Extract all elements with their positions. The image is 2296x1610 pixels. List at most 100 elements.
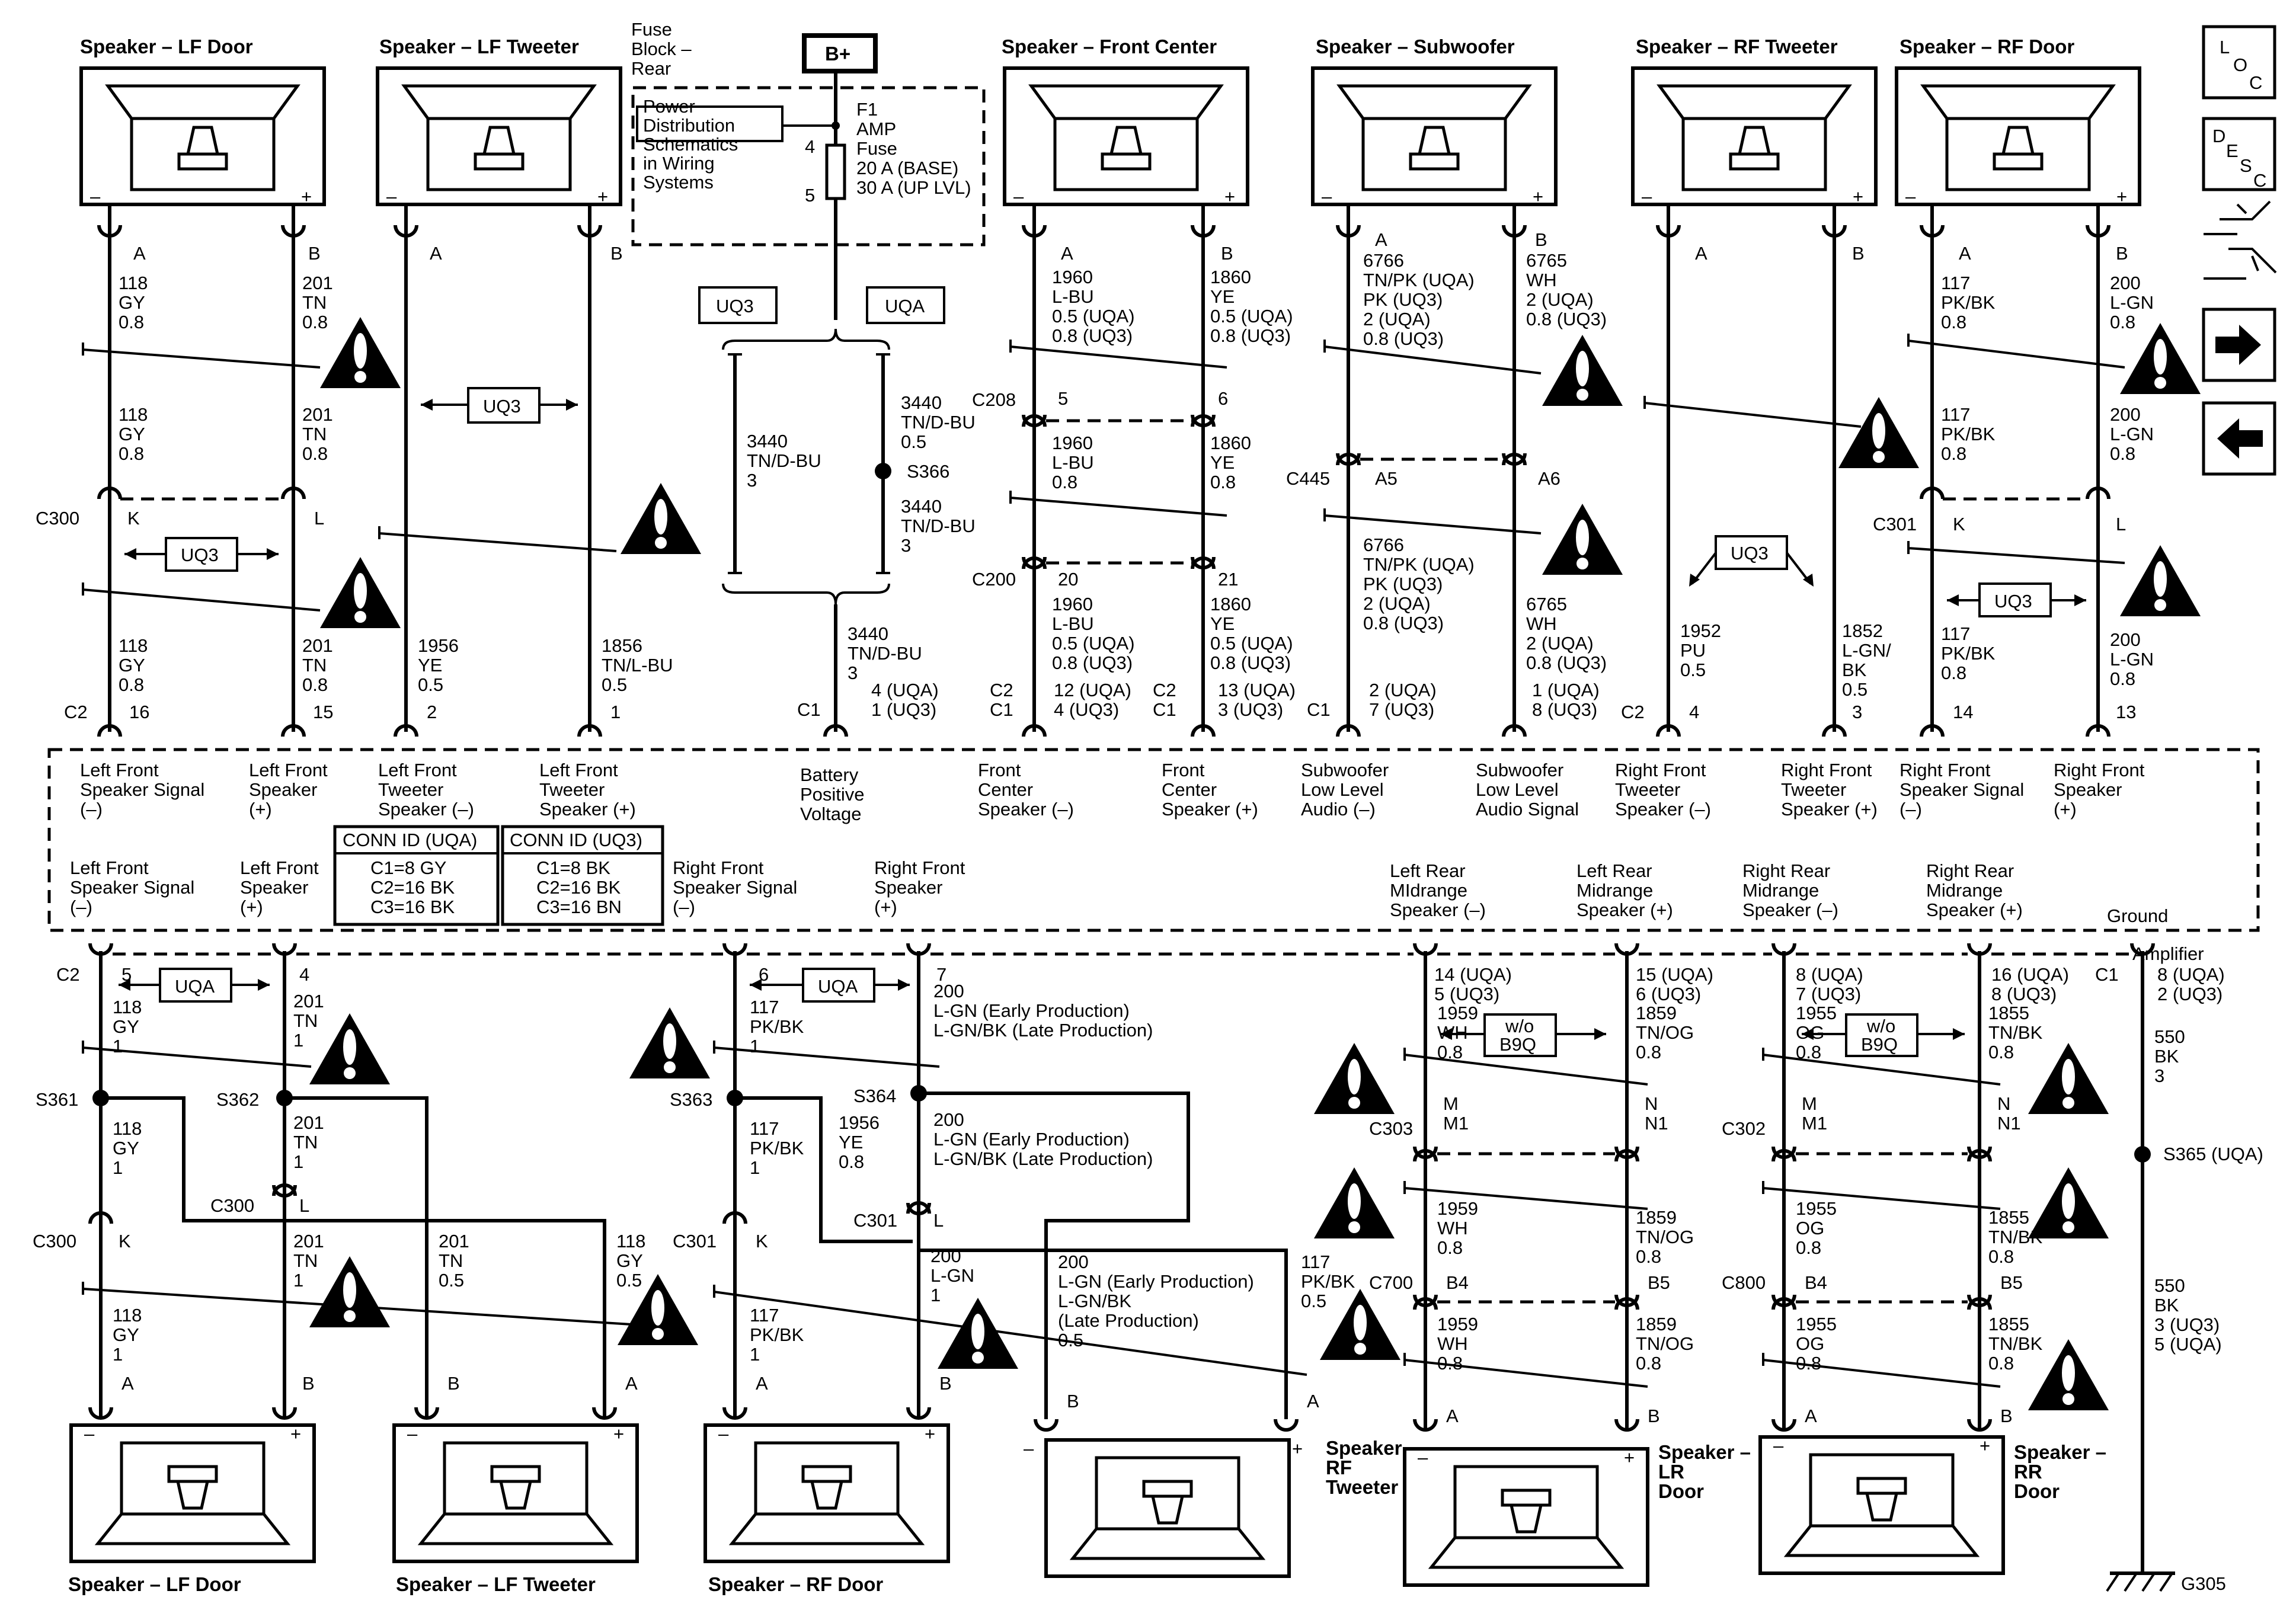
speaker-bottom-rr-door: –+ Speaker – RR Door <box>1760 1435 2106 1573</box>
svg-text:1: 1 <box>293 1151 303 1172</box>
svg-text:N: N <box>1997 1093 2010 1114</box>
svg-text:TN: TN <box>293 1250 318 1271</box>
svg-text:Battery: Battery <box>800 764 859 785</box>
svg-text:5 (UQA): 5 (UQA) <box>2154 1334 2222 1355</box>
svg-text:TN/D-BU: TN/D-BU <box>901 516 976 536</box>
svg-text:TN: TN <box>293 1132 318 1153</box>
svg-text:B: B <box>308 243 321 264</box>
svg-text:Speaker (+): Speaker (+) <box>539 799 636 820</box>
svg-text:OG: OG <box>1796 1022 1824 1043</box>
svg-text:F1: F1 <box>856 99 878 120</box>
prev-page-button[interactable] <box>2202 401 2276 476</box>
power-dist-box[interactable] <box>636 105 784 142</box>
speaker-top-rf-tweeter: Speaker – RF Tweeter <box>1633 36 1876 204</box>
speaker-top-rf-door-icon <box>1897 68 2140 204</box>
svg-text:UQA: UQA <box>818 976 858 997</box>
svg-text:1 (UQ3): 1 (UQ3) <box>871 699 936 720</box>
next-page-button[interactable] <box>2202 308 2276 382</box>
svg-text:0.8: 0.8 <box>1210 472 1236 492</box>
svg-text:1 (UQA): 1 (UQA) <box>1532 680 1600 700</box>
svg-text:0.8: 0.8 <box>1437 1237 1463 1258</box>
svg-text:3440: 3440 <box>901 392 942 413</box>
svg-text:Subwoofer: Subwoofer <box>1476 760 1563 780</box>
svg-text:8 (UQA): 8 (UQA) <box>1796 964 1863 985</box>
svg-text:w/o: w/o <box>1505 1016 1534 1036</box>
svg-text:OG: OG <box>1796 1333 1824 1354</box>
svg-text:GY: GY <box>616 1250 643 1271</box>
svg-text:+: + <box>1980 1435 1990 1456</box>
svg-text:A: A <box>1959 243 1971 264</box>
svg-text:Midrange: Midrange <box>1926 880 2003 901</box>
svg-text:+: + <box>1853 186 1863 207</box>
speaker-top-rf-door-label: Speaker – RF Door <box>1900 36 2074 57</box>
svg-text:4: 4 <box>299 964 309 985</box>
svg-text:GY: GY <box>113 1016 139 1037</box>
svg-text:UQA: UQA <box>885 296 925 316</box>
svg-text:Tweeter: Tweeter <box>1615 779 1680 800</box>
speaker-bottom-rf-tweeter: –+ Speaker – RF Tweeter <box>1024 1437 1418 1576</box>
svg-text:C1=8 BK: C1=8 BK <box>536 857 610 878</box>
svg-text:Midrange: Midrange <box>1742 880 1819 901</box>
svg-text:Door: Door <box>2014 1480 2060 1502</box>
svg-text:OG: OG <box>1796 1218 1824 1238</box>
svg-text:B9Q: B9Q <box>1499 1034 1536 1055</box>
svg-text:L-GN (Early Production): L-GN (Early Production) <box>933 1000 1130 1021</box>
warning-icon <box>320 317 401 388</box>
svg-text:B: B <box>1221 243 1233 264</box>
svg-text:Distribution: Distribution <box>643 115 735 136</box>
svg-text:6766: 6766 <box>1363 250 1404 271</box>
warning-icon <box>1320 1289 1400 1360</box>
speaker-top-lf-tweeter: Speaker – LF Tweeter <box>378 36 621 204</box>
svg-text:YE: YE <box>839 1132 863 1153</box>
twisted-pair-markers-top <box>82 334 2125 612</box>
loc-button[interactable]: L O C <box>2202 25 2276 100</box>
svg-text:Tweeter: Tweeter <box>539 779 605 800</box>
svg-text:L-GN (Early Production): L-GN (Early Production) <box>933 1129 1130 1150</box>
svg-text:Speaker (–): Speaker (–) <box>378 799 474 820</box>
speaker-bottom-lf-door: –+ Speaker – LF Door <box>68 1423 314 1595</box>
svg-text:B: B <box>1535 229 1547 250</box>
svg-text:2: 2 <box>427 702 437 722</box>
svg-text:A: A <box>121 1373 134 1394</box>
svg-text:L-GN/BK (Late Production): L-GN/BK (Late Production) <box>933 1148 1153 1169</box>
svg-text:PK/BK: PK/BK <box>1941 292 1996 313</box>
svg-text:(–): (–) <box>1900 799 1922 820</box>
svg-text:B5: B5 <box>1648 1272 1670 1293</box>
svg-text:Speaker –: Speaker – <box>2014 1441 2106 1463</box>
desc-button-c: C <box>2253 170 2266 191</box>
svg-text:GY: GY <box>119 292 145 313</box>
svg-text:S361: S361 <box>36 1089 78 1110</box>
svg-text:C301: C301 <box>673 1231 717 1251</box>
warning-icons-top <box>320 317 2201 628</box>
svg-text:Front: Front <box>1162 760 1205 780</box>
svg-text:L-BU: L-BU <box>1052 452 1094 473</box>
svg-text:117: 117 <box>750 1118 779 1139</box>
svg-text:Speaker: Speaker <box>249 779 317 800</box>
svg-text:N1: N1 <box>1997 1113 2021 1134</box>
wo-b9q-option-lr: w/o B9Q <box>1440 1013 1606 1057</box>
svg-text:0.5 (UQA): 0.5 (UQA) <box>1052 306 1135 327</box>
svg-text:1: 1 <box>293 1270 303 1291</box>
warning-icon <box>309 1256 390 1327</box>
svg-text:Speaker (+): Speaker (+) <box>1576 900 1673 920</box>
wiring-icon-button[interactable] <box>2204 200 2277 280</box>
svg-text:C300: C300 <box>36 508 79 529</box>
svg-text:200: 200 <box>933 981 964 1001</box>
svg-text:0.8: 0.8 <box>1988 1042 2014 1062</box>
svg-text:C1: C1 <box>1307 699 1331 720</box>
svg-text:+: + <box>597 186 608 207</box>
speaker-top-front-center: Speaker – Front Center <box>1002 36 1248 204</box>
svg-text:0.8: 0.8 <box>302 312 328 332</box>
conn-id-tables: CONN ID (UQA) C1=8 GY C2=16 BK C3=16 BK … <box>333 825 664 926</box>
svg-text:Left Rear: Left Rear <box>1390 860 1466 881</box>
svg-text:TN: TN <box>302 292 327 313</box>
desc-button[interactable]: D E S C <box>2202 117 2276 191</box>
svg-text:L-BU: L-BU <box>1052 286 1094 307</box>
warning-icons-bottom <box>309 1007 2109 1410</box>
svg-text:8 (UQ3): 8 (UQ3) <box>1532 699 1597 720</box>
svg-text:PK/BK: PK/BK <box>750 1138 804 1158</box>
svg-text:TN/OG: TN/OG <box>1636 1227 1694 1247</box>
svg-text:Right Front: Right Front <box>673 857 764 878</box>
svg-text:3: 3 <box>848 662 858 683</box>
svg-text:6765: 6765 <box>1526 250 1567 271</box>
